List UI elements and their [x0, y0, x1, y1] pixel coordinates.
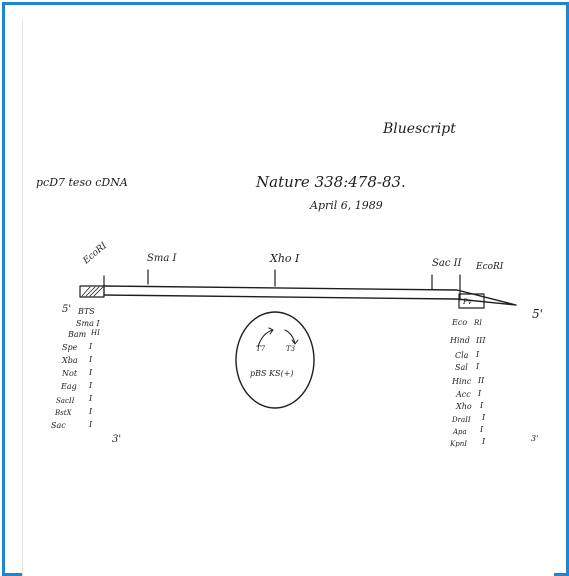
left-site-suffix: I	[88, 368, 93, 377]
t3-label: T3	[286, 345, 296, 353]
citation-text: Nature 338:478-83.	[255, 173, 406, 191]
left-site-suffix: I	[88, 394, 93, 403]
date-text: April 6, 1989	[309, 199, 383, 212]
sac-label: Sac II	[432, 258, 463, 269]
left-site-enzyme: Not	[61, 369, 78, 378]
right-site-suffix: I	[479, 401, 484, 410]
right-site-enzyme: KpnI	[449, 440, 467, 448]
left-box-hatch	[81, 286, 104, 297]
t3-arrow	[284, 329, 299, 345]
right-site-enzyme: Cla	[455, 351, 469, 360]
right-site-enzyme: Eco	[451, 318, 467, 327]
left-site-suffix: I	[88, 381, 93, 390]
right-site-suffix: I	[475, 362, 480, 371]
sma-label: Sma I	[147, 253, 177, 264]
left-site-suffix: I	[88, 407, 93, 416]
insert-line	[103, 285, 517, 306]
end-5-left: 5'	[62, 304, 71, 315]
left-site-list: BTS Sma I Bam HI Spe I Xba I Not I Eag I…	[51, 307, 100, 430]
plasmid-circle	[235, 311, 315, 409]
left-site-enzyme: Xba	[61, 356, 78, 365]
right-site-enzyme: DraII	[451, 416, 471, 424]
left-site-suffix: I	[88, 355, 93, 364]
left-site-enzyme: Sma I	[76, 319, 100, 328]
left-site-enzyme: Spe	[62, 343, 78, 352]
scanned-page	[22, 20, 554, 576]
right-end-box	[458, 293, 485, 309]
right-site-enzyme: Acc	[455, 390, 471, 399]
plasmid-name: pBS KS(+)	[250, 369, 293, 378]
right-site-suffix: II	[477, 376, 485, 385]
right-site-suffix: I	[481, 437, 486, 446]
right-site-list: Eco RI Hind III Cla I Sal I Hinc II Acc …	[449, 318, 486, 448]
clone-label: pcD7 teso cDNA	[36, 176, 128, 189]
t7-arrow	[257, 327, 274, 348]
right-site-suffix: I	[477, 389, 482, 398]
left-site-enzyme: BTS	[77, 307, 95, 316]
right-site-enzyme: Sal	[455, 363, 468, 372]
right-box-label: Pv	[462, 298, 472, 306]
end-3-right: 3'	[531, 434, 538, 443]
right-site-suffix: I	[479, 425, 484, 434]
left-ecori-label: EcoRI	[81, 241, 109, 267]
left-site-enzyme: Sac	[51, 421, 66, 430]
left-site-suffix: I	[88, 342, 93, 351]
t7-label: T7	[256, 345, 266, 353]
left-site-enzyme: SacII	[56, 397, 75, 405]
left-site-suffix: HI	[90, 329, 100, 337]
left-site-enzyme: Eag	[60, 382, 77, 391]
right-site-suffix: I	[481, 413, 486, 422]
right-site-enzyme: Hind	[449, 336, 470, 345]
right-site-enzyme: Hinc	[451, 377, 472, 386]
end-3-left: 3'	[112, 434, 121, 445]
left-site-enzyme: Bam	[67, 330, 87, 339]
end-5-right: 5'	[532, 307, 543, 321]
right-site-suffix: RI	[473, 319, 482, 327]
xho-label: Xho I	[269, 252, 300, 265]
right-site-suffix: I	[475, 350, 480, 359]
right-site-enzyme: Apa	[452, 428, 467, 436]
right-site-suffix: III	[475, 336, 486, 345]
left-site-enzyme: BstX	[54, 409, 73, 417]
right-site-enzyme: Xho	[455, 402, 472, 411]
left-end-box	[79, 285, 105, 298]
left-site-suffix: I	[88, 420, 93, 429]
signature-text: Bluescript	[382, 121, 456, 137]
right-ecori-label: EcoRI	[475, 262, 504, 272]
